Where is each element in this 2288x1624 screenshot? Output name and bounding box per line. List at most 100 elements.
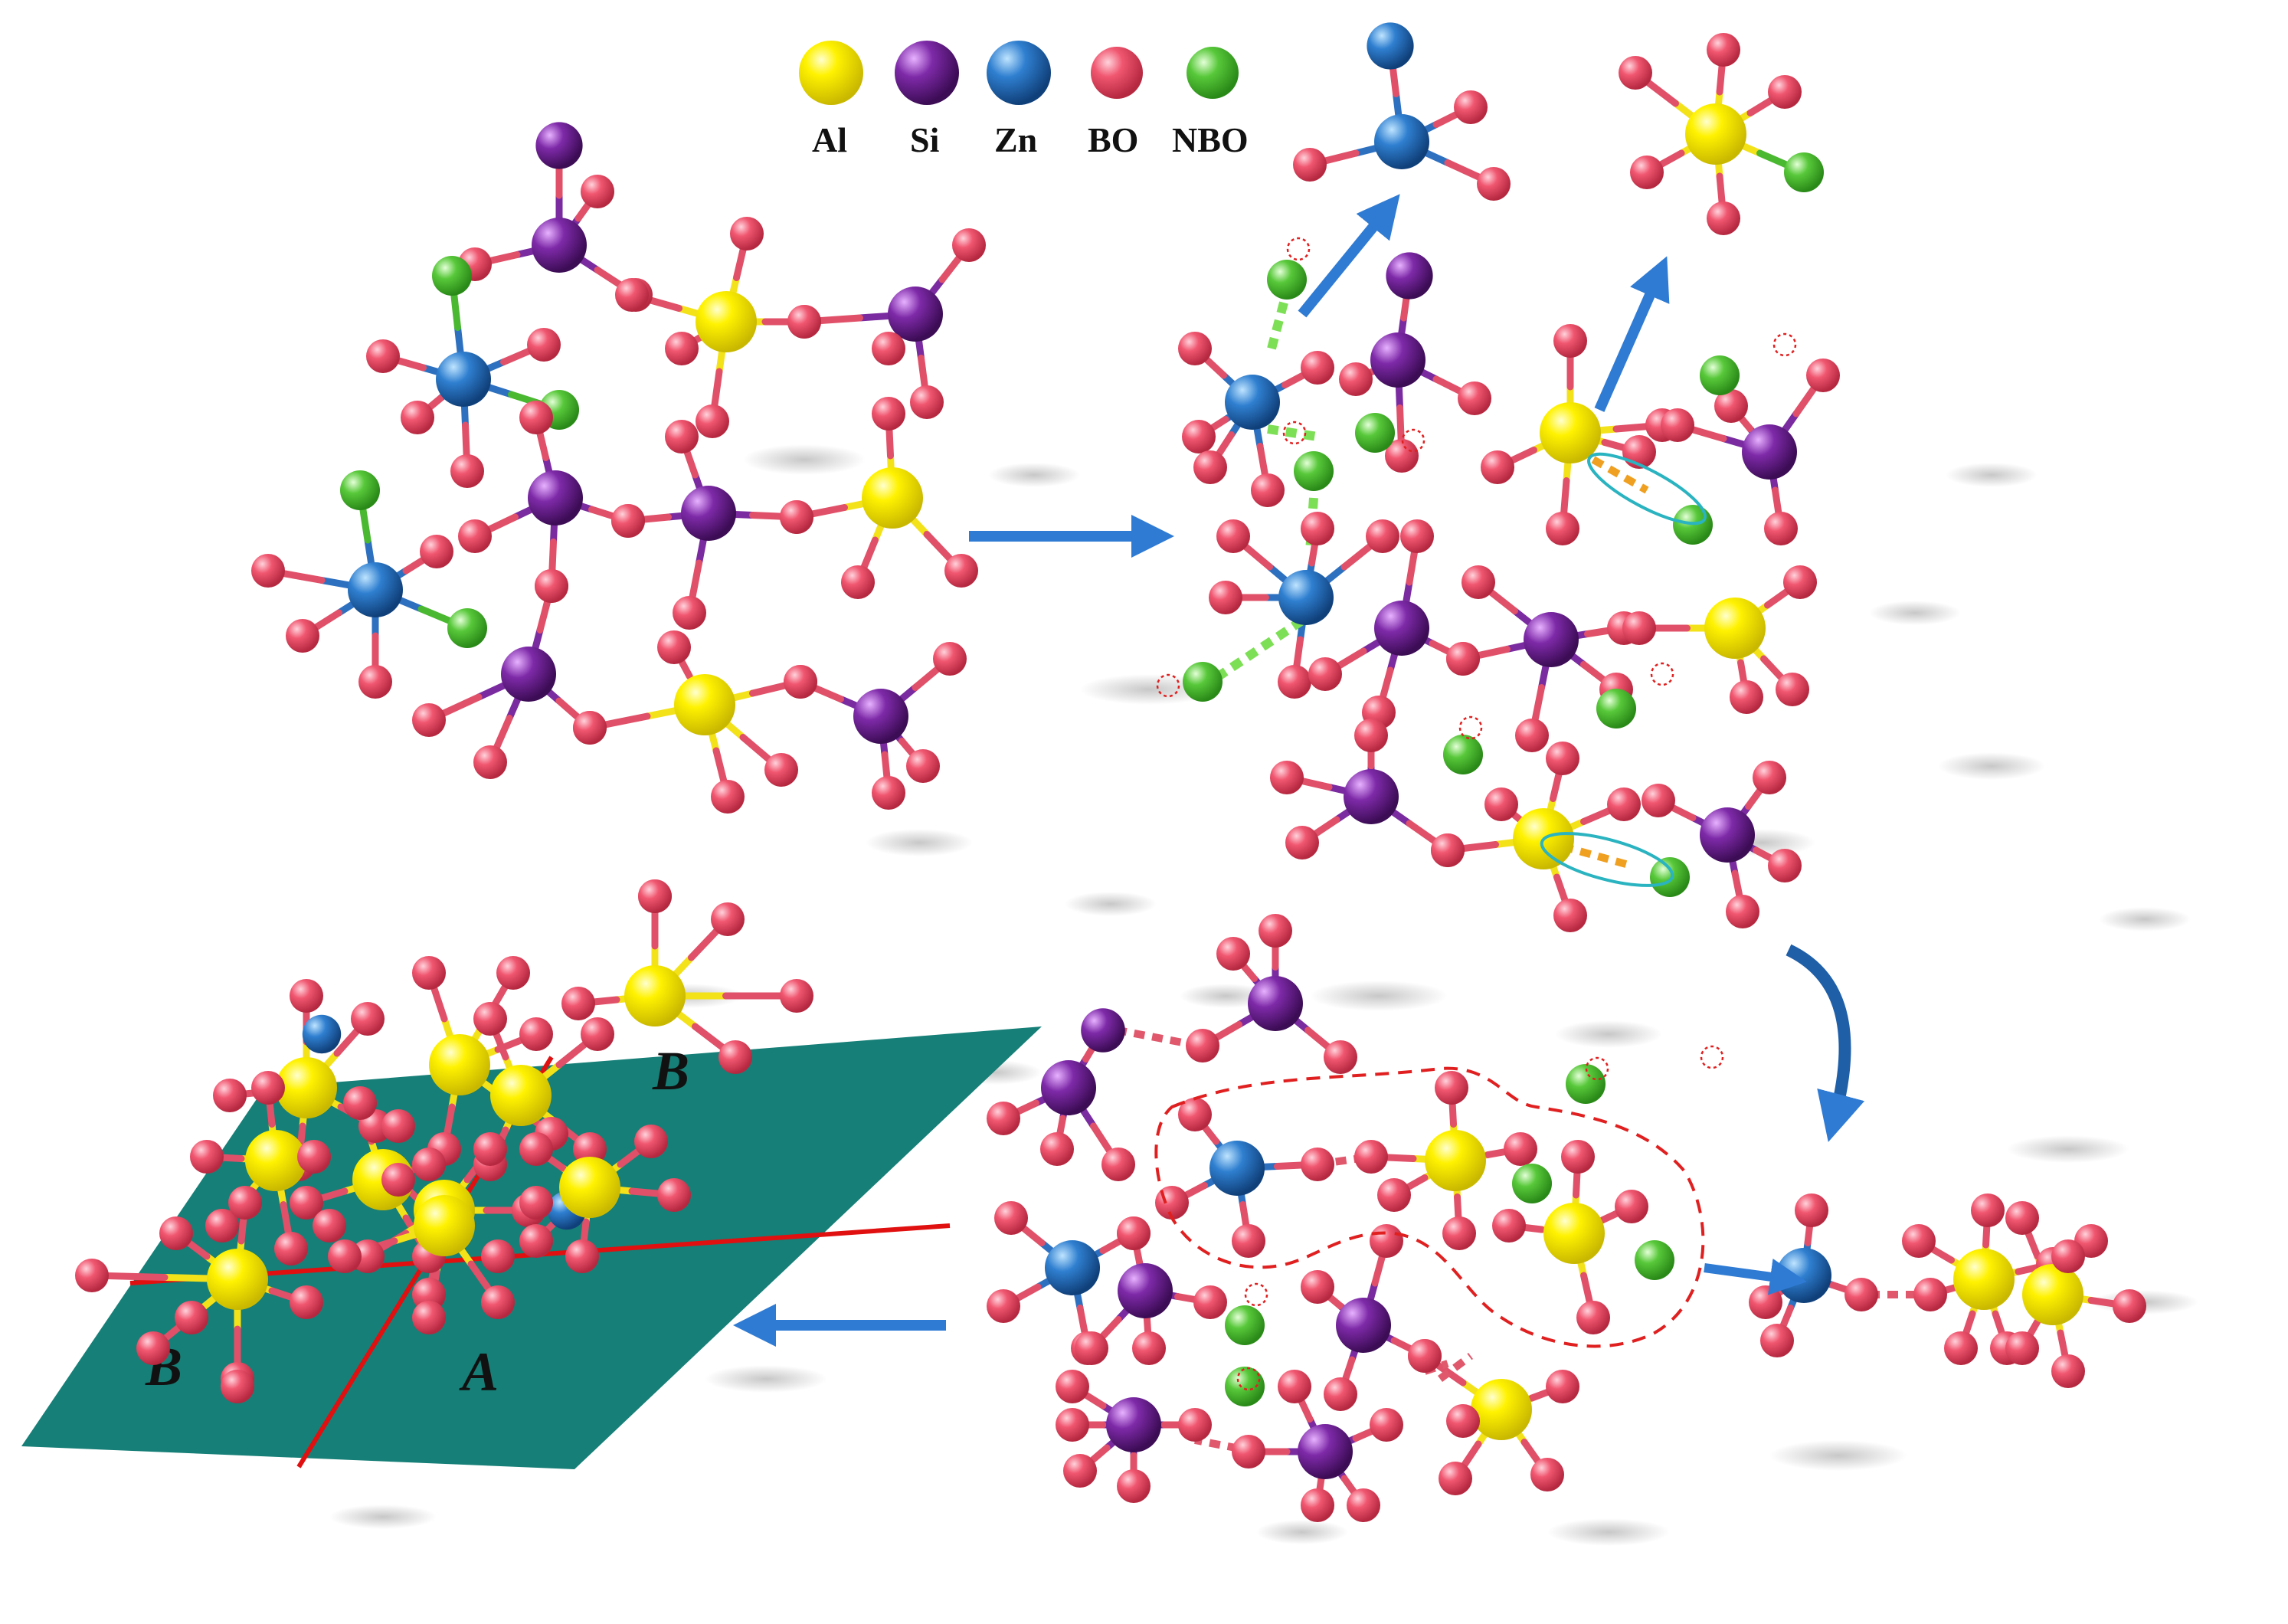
shadow: [329, 1504, 437, 1529]
bo-atom: [381, 1109, 415, 1143]
nbo-atom: [1294, 451, 1334, 491]
bo-atom: [1431, 833, 1465, 867]
bo-atom: [1530, 1458, 1564, 1491]
bo-atom: [1117, 1469, 1151, 1503]
bo-atom: [1707, 33, 1740, 67]
bo-atom: [221, 1370, 254, 1403]
bo-atom: [1760, 1324, 1794, 1357]
plane-label-a: A: [459, 1341, 499, 1403]
bo-atom: [1439, 1462, 1472, 1495]
si-atom: [1742, 424, 1797, 480]
bo-atom: [1481, 450, 1514, 484]
bo-atom: [1278, 1370, 1311, 1403]
bo-atom: [764, 753, 798, 787]
bo-atom: [906, 749, 940, 783]
bo-atom: [205, 1209, 239, 1243]
bo-atom: [473, 1002, 507, 1036]
bo-atom: [1576, 1301, 1610, 1334]
bo-atom: [1182, 420, 1216, 453]
bo-atom: [1301, 1488, 1334, 1522]
al-atom: [2022, 1264, 2083, 1325]
shadow: [2007, 1135, 2129, 1163]
bo-atom: [1186, 1029, 1219, 1062]
shadow: [1946, 463, 2038, 487]
bo-atom: [1913, 1278, 1947, 1311]
si-atom: [1700, 807, 1755, 863]
bo-atom: [1714, 389, 1748, 423]
arrow-right-bottom: [1704, 1258, 1807, 1295]
bo-atom: [420, 535, 453, 568]
bo-atom: [1561, 1140, 1595, 1174]
arrow-up-zn: [1298, 194, 1400, 318]
bo-atom: [872, 397, 905, 431]
nbo-atom: [1225, 1305, 1265, 1345]
bo-atom: [1056, 1370, 1089, 1403]
bo-atom: [2051, 1354, 2085, 1388]
nbo-atom: [1784, 152, 1824, 192]
vacancy-marker: [1156, 673, 1180, 698]
bo-atom: [1619, 56, 1652, 90]
zn-atom: [1045, 1240, 1100, 1295]
bo-atom: [1209, 581, 1242, 614]
bo-atom: [1795, 1193, 1828, 1227]
bo-atom: [1546, 742, 1579, 775]
bo-atom: [1354, 719, 1388, 752]
bo-atom: [611, 504, 645, 538]
bo-atom: [1607, 787, 1641, 821]
si-atom: [1374, 601, 1429, 656]
al-atom: [1425, 1130, 1486, 1191]
bo-atom: [1435, 1071, 1468, 1105]
bo-atom: [944, 554, 978, 588]
nbo-atom: [1512, 1164, 1552, 1203]
bo-atom: [872, 332, 905, 365]
zn-atom: [1209, 1141, 1265, 1196]
bo-atom: [657, 630, 691, 664]
bo-atom: [1063, 1454, 1097, 1488]
bo-atom: [1301, 1148, 1334, 1181]
bo-atom: [952, 228, 986, 262]
al-atom: [1704, 598, 1766, 659]
bo-atom: [473, 745, 507, 779]
al-atom: [414, 1195, 475, 1256]
shadow: [1938, 752, 2045, 780]
bo-atom: [358, 665, 392, 699]
legend-label-zn: Zn: [994, 120, 1037, 159]
dashed-bond: [1561, 843, 1633, 869]
bo-atom: [1492, 1209, 1526, 1243]
bo-atom: [1278, 665, 1311, 699]
al-atom: [245, 1130, 306, 1191]
bo-atom: [1193, 1285, 1227, 1319]
bo-atom: [565, 1239, 599, 1273]
bo-atom: [1385, 439, 1419, 473]
highlight-ellipse: [1587, 452, 1707, 526]
bo-atom: [251, 554, 285, 588]
bo-atom: [987, 1289, 1020, 1323]
vacancy-marker: [1700, 1045, 1724, 1069]
al-atom: [674, 674, 735, 735]
bo-atom: [2005, 1201, 2039, 1235]
bo-atom: [1622, 611, 1656, 645]
si-atom: [1041, 1060, 1096, 1115]
shadow: [866, 829, 973, 856]
bo-atom: [634, 1125, 668, 1158]
al-atom: [1685, 103, 1746, 165]
bo-atom: [1462, 565, 1495, 599]
vacancy-markers: [1156, 237, 1797, 1391]
bo-atom: [1324, 1377, 1357, 1411]
bo-atom: [561, 987, 595, 1020]
bo-atom: [841, 565, 875, 599]
bo-atom: [1749, 1285, 1782, 1319]
bo-atom: [1442, 1216, 1476, 1250]
shadow: [988, 463, 1080, 487]
bo-atom: [1117, 1216, 1151, 1250]
al-atom: [1471, 1379, 1532, 1440]
bo-atom: [1764, 512, 1798, 545]
bo-atom: [1301, 1270, 1334, 1304]
si-atom: [1386, 252, 1433, 300]
bo-atom: [1515, 719, 1549, 752]
bo-atom: [519, 1132, 553, 1166]
nbo-atom: [340, 470, 380, 510]
bo-atom: [1806, 359, 1840, 392]
bo-atom: [1630, 156, 1664, 189]
bo-atom: [1504, 1132, 1537, 1166]
